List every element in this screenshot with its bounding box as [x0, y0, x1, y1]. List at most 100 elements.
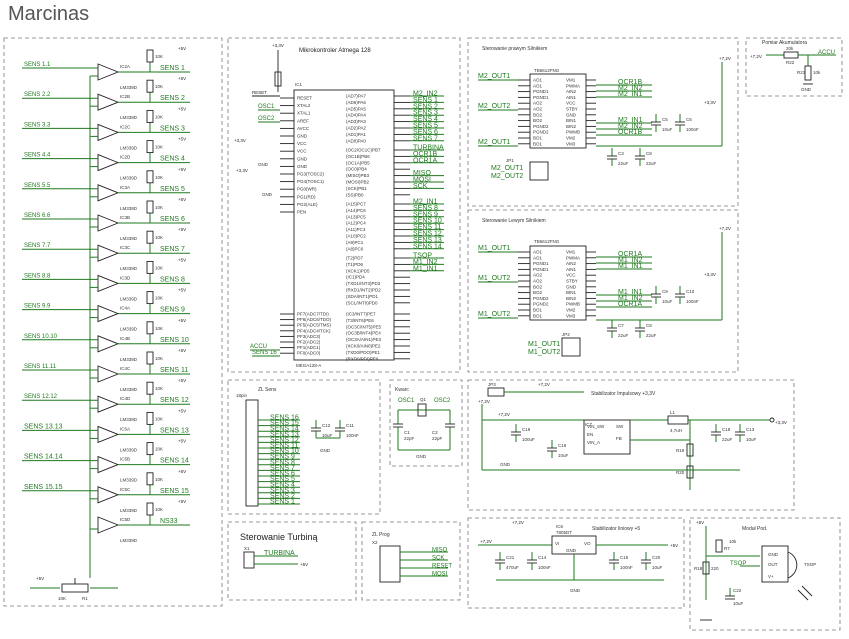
sensor-output-11: SENS 11 [160, 367, 188, 374]
drv_left-pin-right-6: GND [566, 284, 577, 289]
mcu-part: MEGA128-A [296, 363, 321, 368]
stab-imp: JP3 +7,2V +7,2V +7,2V IC7 VIN_SW EN VIN_… [478, 382, 787, 490]
mcu-net-nets_c-6: SENS 13 [413, 237, 442, 244]
mcu-pin-left-14: PG2(ALE) [297, 202, 318, 207]
drv_left-pin-right-11: VM3 [566, 313, 576, 318]
comparator-ref-10: IC4B [120, 336, 130, 341]
battery-title: Pomiar Akumulatora [762, 40, 807, 46]
drv_right-cap-1-ref: C6 [686, 117, 692, 122]
drv_left-cap-1-ref: C10 [686, 289, 695, 294]
mcu-ref: IC1 [295, 82, 303, 87]
osc2-net: OSC2 [434, 398, 451, 404]
sensor-output-12: SENS 12 [160, 397, 189, 404]
osc1-net: OSC1 [398, 398, 415, 404]
svg-text:+5V: +5V [178, 76, 186, 81]
battery: +7,2V 20k R22 ACCU 10k R23 GND [750, 46, 836, 92]
mcu-pin-right_pins_e-6: (TXD0/PDO)PE1 [346, 350, 381, 355]
stab-lin-pin-gnd: GND [566, 548, 577, 553]
drv_right-pin-left-6: BO2 [533, 112, 543, 117]
sensor-output-10: SENS 10 [160, 337, 189, 344]
drv-left-title: Sterowanie Lewym Silnikiem [482, 218, 546, 224]
mcu-pin-right_pins_e-7: (RXD0/PDI)PE0 [346, 356, 379, 361]
comparator-11 [97, 365, 120, 383]
pullup-value-5: 10K [155, 175, 163, 180]
crystal-title: Kwarc [395, 387, 409, 393]
comparator-16 [97, 516, 120, 534]
modul-net: TSOP [730, 561, 746, 567]
comparator-part-11: LM339D [120, 387, 138, 392]
mcu-gnd-marker: GND [262, 192, 273, 197]
r20-ref: R20 [676, 470, 685, 475]
turbina-supply: +5V [300, 562, 308, 567]
pullup-value-1: 10K [155, 54, 163, 59]
drv_right-right-net-1: M2_IN2 [618, 85, 643, 92]
zl-prog-net-3: MOSI [432, 572, 448, 578]
stab-imp-ic: IC7 [585, 422, 593, 427]
drv_left-pin-right-9: PWMB [566, 302, 580, 307]
sensor-output-15: SENS 15 [160, 488, 189, 495]
drv_left-cap-3-ref: C8 [646, 323, 652, 328]
pullup-value-14: 10K [155, 447, 163, 452]
zl-sens-net-1: SENS 15 [270, 420, 299, 427]
drv_left-right-net-1: M1_IN2 [618, 257, 643, 264]
mcu-pin-right_pins_d-4: (TXD1/INT3)PD3 [346, 281, 381, 286]
drv_left-pin-left-10: BO1 [533, 308, 543, 313]
drv_left-vcc-marker: +3,3V [704, 272, 716, 277]
drv_left-pin-left-6: BO2 [533, 284, 543, 289]
mcu-pin-left-low-0: PF7(ADC7/TDI) [297, 312, 329, 317]
mcu-title: Mikrokontroler Atmega 128 [299, 48, 371, 54]
zl-sens-net-3: SENS 13 [270, 431, 299, 438]
zl-sens-net-13: SENS 3 [270, 487, 295, 494]
svg-text:+5V: +5V [178, 257, 186, 262]
comparator-part-2: LM339D [120, 115, 138, 120]
comparator-ref-15: IC5C [120, 487, 131, 492]
svg-text:+5V: +5V [178, 378, 186, 383]
turbina-net: TURBINA [264, 550, 295, 557]
drv_left-left-net-0: M1_OUT1 [478, 245, 510, 252]
mcu-pin-right_pins_d-6: (SDA/INT1)PD1 [346, 294, 379, 299]
drv_right-right-net-2: M2_IN1 [618, 91, 643, 98]
comparator-part-10: LM339D [120, 357, 138, 362]
mcu-pin-right_pins_e-5: (XCK0/AIN0)PE2 [346, 344, 381, 349]
sensor-input-12: SENS 12.12 [24, 394, 58, 400]
drv_left-pin-right-4: VCC [566, 273, 576, 278]
sensor-output-6: SENS 6 [160, 216, 185, 223]
mcu-pin-left-0: RESET [297, 96, 312, 101]
c2-val: 22pF [432, 436, 443, 441]
jp2-ref: JP2 [562, 332, 570, 337]
comparator-13 [97, 425, 120, 444]
comparator-10 [97, 335, 120, 353]
inductor-val: 4,7uH [670, 428, 682, 433]
drv-left-supply: +7,2V [719, 226, 731, 231]
mcu-net-nets_a-2: SENS 2 [413, 103, 438, 110]
mcu-net-nets_a-1: SENS 1 [413, 97, 438, 104]
sensor-input-4: SENS 4.4 [24, 153, 51, 159]
zl-cap-0-ref: C12 [322, 423, 331, 428]
tsop-pin-out: OUT [768, 562, 778, 567]
svg-text:+5V: +5V [178, 197, 186, 202]
c1-val: 22pF [404, 436, 415, 441]
mcu-vcc-marker: +3,3V [234, 138, 246, 143]
mcu-pin-left-low-6: PF1(ADC1) [297, 345, 321, 350]
r7-ref: R7 [724, 546, 730, 551]
pullup-value-8: 10K [155, 265, 163, 270]
svg-text:+5V: +5V [178, 288, 186, 293]
mcu-pin-right_pins_e-4: (OC3A/AIN1)PE3 [346, 337, 382, 342]
comparator-9 [97, 304, 120, 323]
zl-sens-net-14: SENS 2 [270, 493, 295, 500]
mcu-net-nets_b-0: TURBINA [413, 145, 444, 152]
drv_right-right-net-4: M2_IN2 [618, 123, 643, 130]
zl-prog-section [361, 521, 461, 601]
mcu-net-nets_a-7: SENS 7 [413, 135, 438, 142]
stab-lin-section [467, 517, 685, 609]
sensor-input-14: SENS 14.14 [24, 454, 63, 461]
modul-title: Moduł Pod. [742, 526, 767, 532]
mcu-left-net-2: OSC2 [258, 116, 275, 122]
drv_left-pin-left-3: PGND1 [533, 267, 549, 272]
imp-cap-0-ref: C19 [522, 427, 531, 432]
pullup-value-7: 10K [155, 235, 163, 240]
tsop-pin-v: V+ [768, 574, 774, 579]
sensor-input-6: SENS 6.6 [24, 213, 51, 219]
